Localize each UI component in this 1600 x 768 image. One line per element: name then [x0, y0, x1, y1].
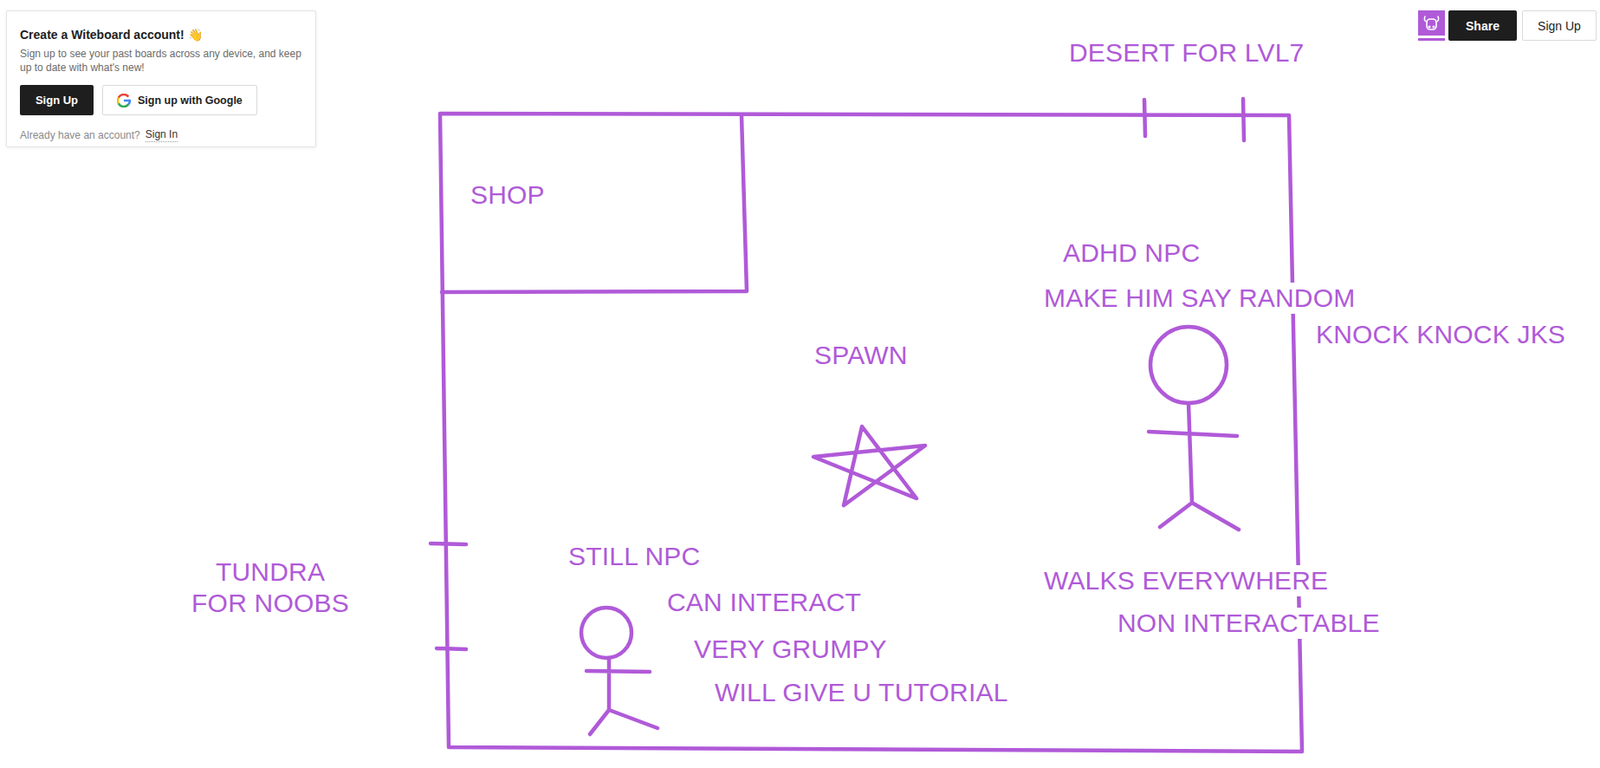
google-logo-yellow	[116, 97, 120, 104]
npc-note: WILL GIVE U TUTORIAL	[712, 676, 1011, 708]
spawn-label: SPAWN	[814, 339, 908, 371]
google-logo	[116, 93, 131, 108]
tundra-gate-mark	[430, 543, 467, 545]
npc-note: MAKE HIM SAY RANDOM	[1042, 282, 1357, 314]
spawn-star	[813, 426, 926, 506]
npc-note: VERY GRUMPY	[692, 633, 889, 665]
region-note: DESERT FOR LVL7	[1067, 37, 1306, 69]
share-button: Share	[1448, 10, 1517, 41]
shop-label: SHOP	[470, 179, 545, 211]
avatar-icon	[1418, 10, 1445, 36]
google-logo-blue	[123, 100, 130, 104]
npc-note: CAN INTERACT	[665, 586, 863, 618]
shop-area: SHOP	[440, 113, 751, 296]
popup-hint: Already have an account?	[19, 128, 141, 143]
desert-gate-mark	[1144, 99, 1146, 137]
google-logo-green	[118, 103, 130, 107]
popup-title: Create a Witeboard account! 👋	[19, 26, 203, 43]
button-label: Share	[1465, 19, 1500, 33]
npc-body	[586, 658, 658, 734]
signin-link: Sign In	[145, 128, 178, 143]
popup-body: Sign up to see your past boards across a…	[19, 46, 306, 75]
npc-note: WALKS EVERYWHERE	[1042, 564, 1330, 596]
region-note: TUNDRA FOR NOOBS	[185, 556, 356, 619]
signup-button: Sign Up	[19, 84, 94, 116]
npc-head	[1150, 326, 1227, 403]
avatar-underline	[1418, 38, 1445, 41]
button-label: Sign Up	[1537, 19, 1581, 33]
button-label: Sign up with Google	[137, 94, 243, 107]
npc-note: NON INTERACTABLE	[1115, 607, 1382, 639]
button-label: Sign Up	[35, 93, 78, 107]
google-signup-button: Sign up with Google	[102, 84, 258, 116]
npc-head	[581, 607, 632, 658]
signup-popup: Create a Witeboard account! 👋 Sign up to …	[6, 10, 317, 148]
map-border	[440, 113, 1303, 752]
shop-border	[441, 115, 747, 292]
npc-note: KNOCK KNOCK JKS	[1314, 318, 1568, 350]
signup-button: Sign Up	[1522, 10, 1597, 41]
cow-glyph	[1424, 16, 1439, 30]
npc-body	[1148, 402, 1239, 530]
google-logo-red	[118, 94, 130, 98]
tundra-gate-mark	[436, 647, 467, 649]
npc-note: ADHD NPC	[1061, 237, 1202, 269]
npc-note: STILL NPC	[566, 540, 702, 572]
desert-gate-mark	[1243, 98, 1244, 141]
